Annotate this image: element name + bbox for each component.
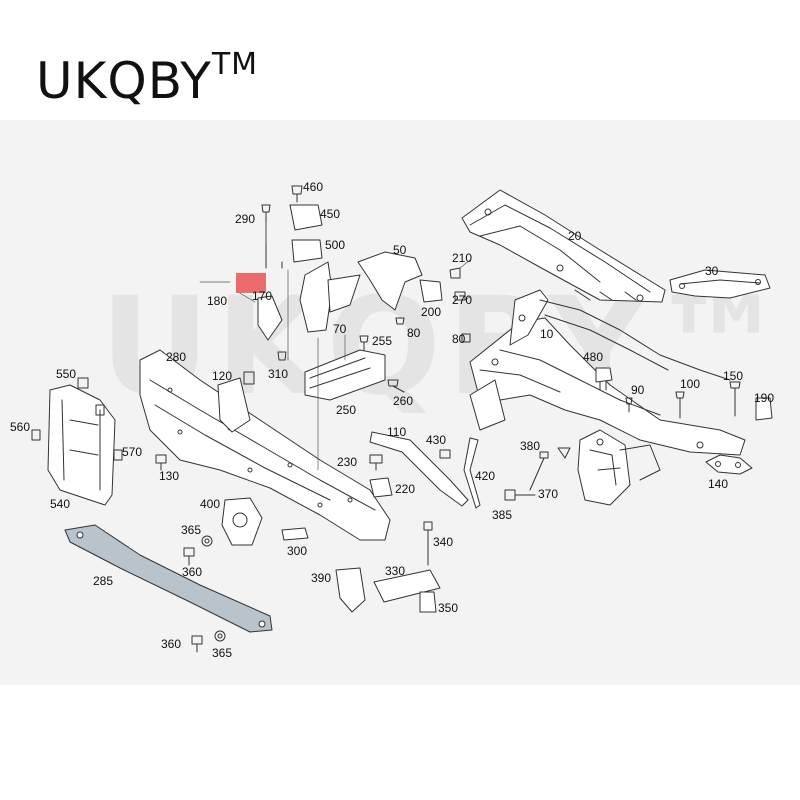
- callout-300: 300: [287, 544, 308, 558]
- callout-90: 90: [631, 383, 645, 397]
- callout-365b: 365: [212, 646, 233, 660]
- callout-360b: 360: [161, 637, 182, 651]
- callout-460: 460: [303, 180, 324, 194]
- footer-band: [0, 685, 800, 800]
- part-bracket-400: [183, 497, 263, 566]
- trademark-mark: TM: [211, 47, 259, 83]
- callout-80a: 80: [407, 326, 421, 340]
- part-crossmember-285: [64, 524, 273, 633]
- callout-280: 280: [166, 350, 187, 364]
- callout-560: 560: [10, 420, 31, 434]
- callout-170: 170: [252, 289, 273, 303]
- callout-540: 540: [50, 497, 71, 511]
- callout-340: 340: [433, 535, 454, 549]
- part-absorber-250: [304, 335, 405, 401]
- callout-350: 350: [438, 601, 459, 615]
- callout-450: 450: [320, 207, 341, 221]
- part-radiator-frame: [31, 377, 123, 506]
- callout-80b: 80: [452, 332, 466, 346]
- callout-260: 260: [393, 394, 414, 408]
- callout-200: 200: [421, 305, 442, 319]
- callout-150: 150: [723, 369, 744, 383]
- callout-285: 285: [93, 574, 114, 588]
- leader-lines: [199, 221, 471, 471]
- callout-270: 270: [452, 293, 473, 307]
- callout-100: 100: [680, 377, 701, 391]
- callout-380: 380: [520, 439, 541, 453]
- callout-420: 420: [475, 469, 496, 483]
- callout-500: 500: [325, 238, 346, 252]
- part-bracket-220: [369, 454, 393, 498]
- part-latch-stack: [257, 185, 361, 341]
- callout-230: 230: [337, 455, 358, 469]
- header-band: [0, 0, 800, 120]
- callout-120: 120: [212, 369, 233, 383]
- callout-430: 430: [426, 433, 447, 447]
- callout-190: 190: [754, 391, 775, 405]
- part-lower-rods: [369, 431, 571, 509]
- part-cross-strut: [669, 269, 771, 299]
- callout-330: 330: [385, 564, 406, 578]
- callout-20: 20: [568, 229, 582, 243]
- callout-360a: 360: [182, 565, 203, 579]
- callout-110: 110: [387, 425, 407, 439]
- brand-name: UKQBY: [36, 52, 212, 110]
- callout-385: 385: [492, 508, 513, 522]
- callout-180: 180: [207, 294, 228, 308]
- part-upper-bracket-50: [357, 251, 471, 343]
- part-bolt-360-lower: [191, 630, 226, 653]
- callout-210: 210: [452, 251, 473, 265]
- callout-400: 400: [200, 497, 221, 511]
- callout-30: 30: [705, 264, 719, 278]
- callout-570: 570: [122, 445, 143, 459]
- callout-310: 310: [268, 367, 289, 381]
- part-lower-mounts: [335, 567, 441, 613]
- callout-255: 255: [372, 334, 393, 348]
- part-bolt-340: [423, 521, 433, 566]
- brand-logo: UKQBYTM: [36, 47, 258, 110]
- callout-10: 10: [540, 327, 554, 341]
- callout-390: 390: [311, 571, 332, 585]
- callout-250: 250: [336, 403, 357, 417]
- part-bolt-130: [155, 454, 167, 471]
- callout-365a: 365: [181, 523, 202, 537]
- callout-550: 550: [56, 367, 77, 381]
- part-front-structure: [469, 289, 746, 506]
- part-plate-300: [281, 527, 309, 541]
- callout-220: 220: [395, 482, 416, 496]
- part-cowl-panel: [461, 189, 666, 303]
- callout-480: 480: [583, 350, 604, 364]
- callout-370: 370: [538, 487, 559, 501]
- part-bracket-120: [217, 351, 287, 433]
- part-small-fittings-right: [595, 367, 773, 421]
- part-bracket-140: [705, 454, 753, 475]
- callout-70: 70: [333, 322, 347, 336]
- callout-50: 50: [393, 243, 407, 257]
- highlight-marker: [236, 273, 266, 293]
- callout-130: 130: [159, 469, 180, 483]
- callout-140: 140: [708, 477, 729, 491]
- callout-290: 290: [235, 212, 256, 226]
